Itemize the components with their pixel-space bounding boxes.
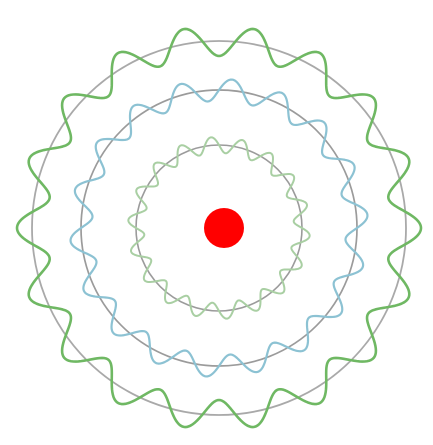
nucleus-dot <box>204 208 244 248</box>
